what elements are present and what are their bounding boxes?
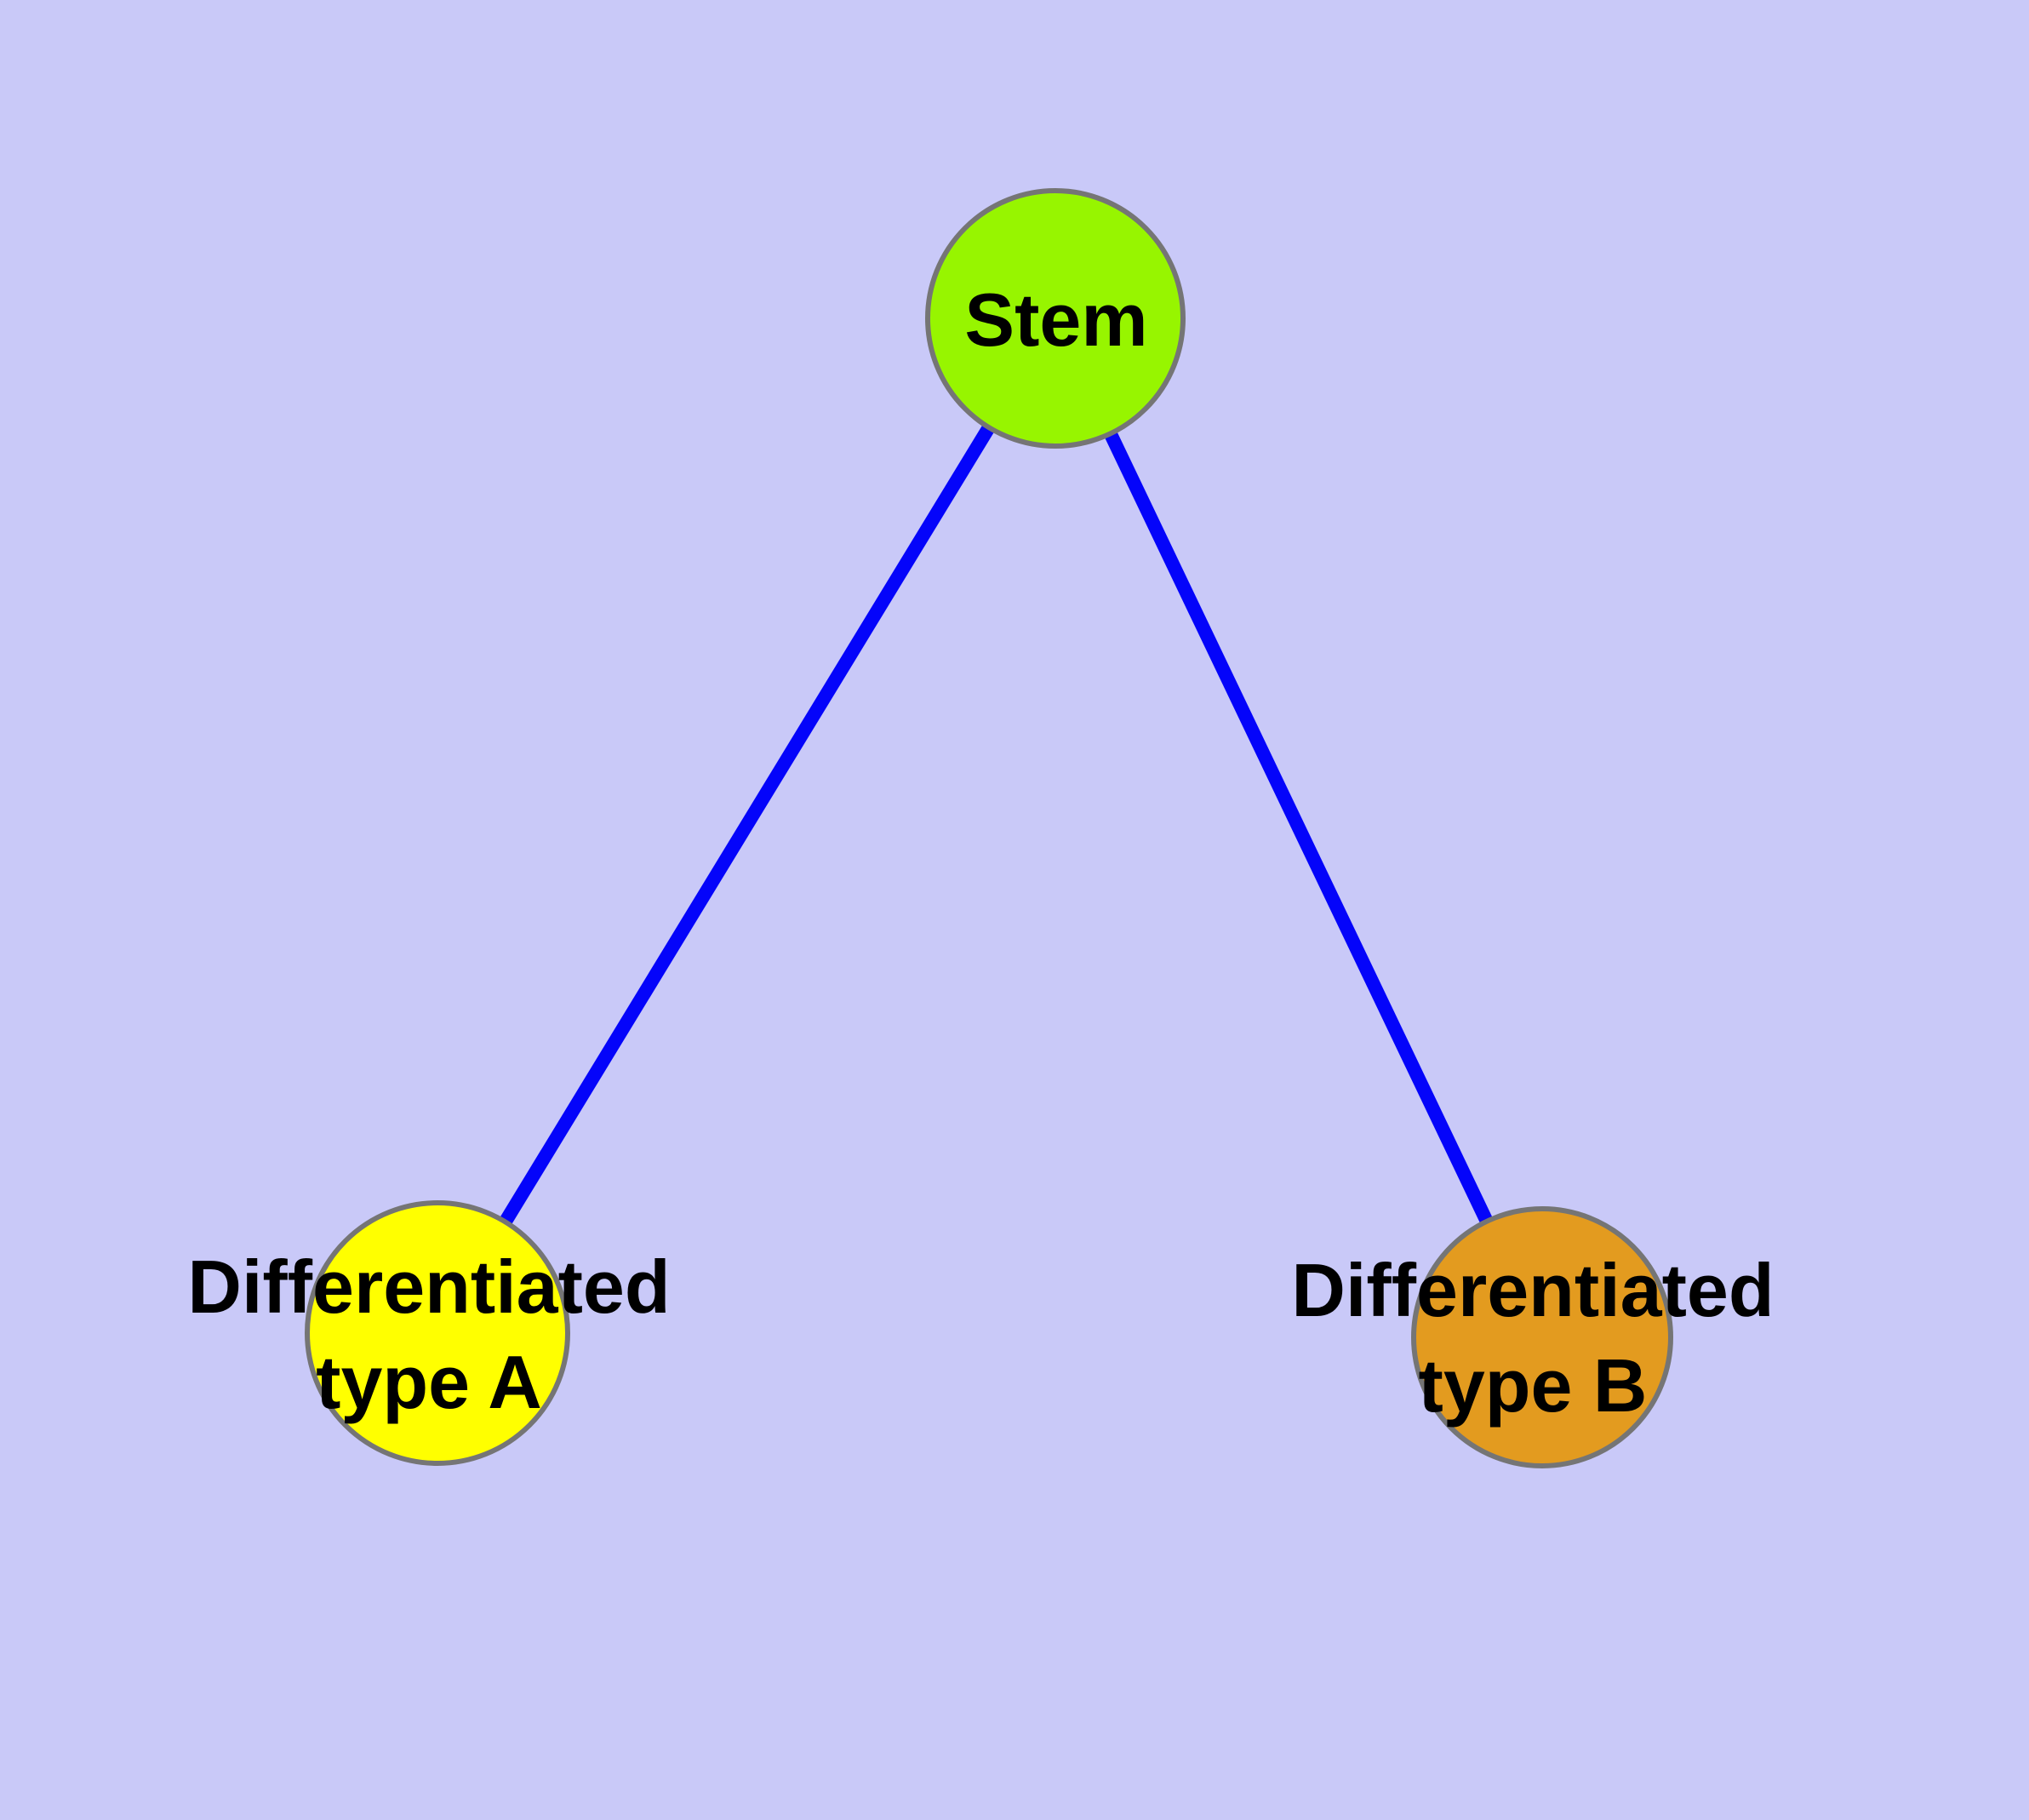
edge-stem-to-type-b [1049, 315, 1549, 1341]
node-label-type-b-line1: Differentiated [1291, 1248, 1775, 1332]
node-label-differentiated-type-b: Differentiated type B [1291, 1243, 1774, 1434]
node-label-stem-text: Stem [964, 278, 1148, 362]
node-label-stem: Stem [964, 272, 1147, 368]
node-label-type-a-line2: type A [316, 1340, 542, 1424]
node-label-type-a-line1: Differentiated [187, 1245, 671, 1329]
node-label-differentiated-type-a: Differentiated type A [187, 1239, 670, 1430]
node-circle-differentiated-type-a [305, 1200, 570, 1466]
node-label-type-b-line2: type B [1418, 1343, 1648, 1428]
node-circle-stem [925, 188, 1186, 449]
node-circle-differentiated-type-b [1411, 1206, 1673, 1468]
edge-stem-to-type-a [432, 314, 1061, 1337]
